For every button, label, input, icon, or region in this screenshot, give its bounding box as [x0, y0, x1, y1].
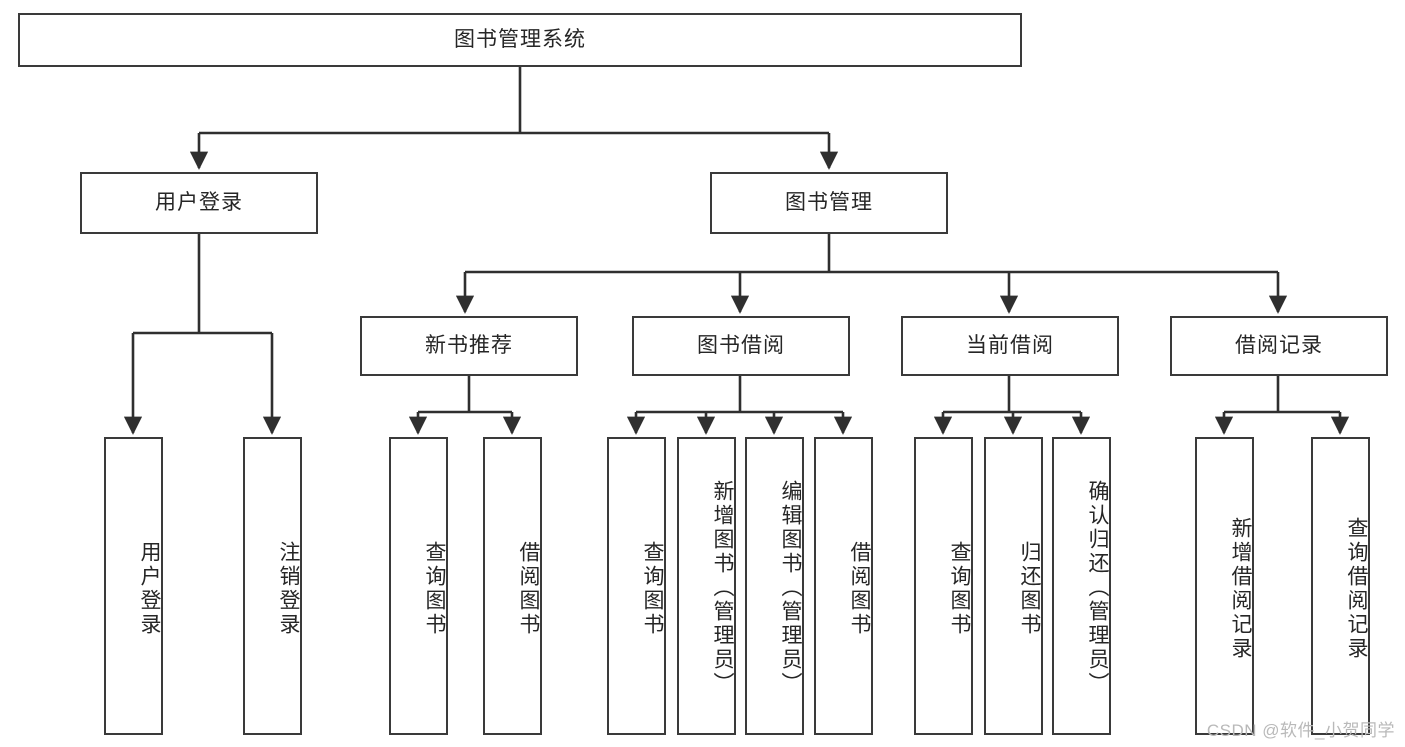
node-borrow-record[interactable]: 借阅记录 — [1170, 316, 1388, 376]
node-leaf-query-record[interactable]: 查询借阅记录 — [1311, 437, 1370, 735]
node-leaf-query-book-1-label: 查询图书 — [423, 541, 446, 637]
watermark-text: CSDN @软件_小贺同学 — [1206, 721, 1395, 740]
node-leaf-user-logout-label: 注销登录 — [277, 541, 300, 637]
node-current-borrow[interactable]: 当前借阅 — [901, 316, 1119, 376]
node-leaf-query-record-label: 查询借阅记录 — [1345, 517, 1368, 661]
node-leaf-confirm-return-label: 确认归还（管理员） — [1086, 480, 1109, 696]
node-leaf-add-record-label: 新增借阅记录 — [1229, 517, 1252, 661]
node-leaf-borrow-book-1-label: 借阅图书 — [517, 541, 540, 637]
node-leaf-add-book[interactable]: 新增图书（管理员） — [677, 437, 736, 735]
node-leaf-query-book-3[interactable]: 查询图书 — [914, 437, 973, 735]
node-book-manage-label: 图书管理 — [785, 190, 873, 214]
node-leaf-user-login-label: 用户登录 — [138, 541, 161, 637]
node-current-borrow-label: 当前借阅 — [966, 333, 1054, 357]
node-leaf-add-record[interactable]: 新增借阅记录 — [1195, 437, 1254, 735]
node-leaf-query-book-3-label: 查询图书 — [948, 541, 971, 637]
node-leaf-return-book-label: 归还图书 — [1018, 541, 1041, 637]
node-book-borrow-label: 图书借阅 — [697, 333, 785, 357]
node-leaf-query-book-1[interactable]: 查询图书 — [389, 437, 448, 735]
node-new-book-recommend-label: 新书推荐 — [425, 333, 513, 357]
node-user-login[interactable]: 用户登录 — [80, 172, 318, 234]
node-leaf-borrow-book-1[interactable]: 借阅图书 — [483, 437, 542, 735]
node-leaf-user-login[interactable]: 用户登录 — [104, 437, 163, 735]
node-leaf-query-book-2[interactable]: 查询图书 — [607, 437, 666, 735]
node-root[interactable]: 图书管理系统 — [18, 13, 1022, 67]
node-leaf-confirm-return[interactable]: 确认归还（管理员） — [1052, 437, 1111, 735]
node-leaf-query-book-2-label: 查询图书 — [641, 541, 664, 637]
node-book-borrow[interactable]: 图书借阅 — [632, 316, 850, 376]
node-leaf-borrow-book-2[interactable]: 借阅图书 — [814, 437, 873, 735]
node-book-manage[interactable]: 图书管理 — [710, 172, 948, 234]
node-leaf-borrow-book-2-label: 借阅图书 — [848, 541, 871, 637]
node-leaf-return-book[interactable]: 归还图书 — [984, 437, 1043, 735]
node-borrow-record-label: 借阅记录 — [1235, 333, 1323, 357]
node-new-book-recommend[interactable]: 新书推荐 — [360, 316, 578, 376]
node-leaf-edit-book-label: 编辑图书（管理员） — [779, 480, 802, 696]
node-leaf-add-book-label: 新增图书（管理员） — [711, 480, 734, 696]
node-leaf-user-logout[interactable]: 注销登录 — [243, 437, 302, 735]
node-root-label: 图书管理系统 — [454, 27, 586, 51]
node-leaf-edit-book[interactable]: 编辑图书（管理员） — [745, 437, 804, 735]
node-user-login-label: 用户登录 — [155, 190, 243, 214]
